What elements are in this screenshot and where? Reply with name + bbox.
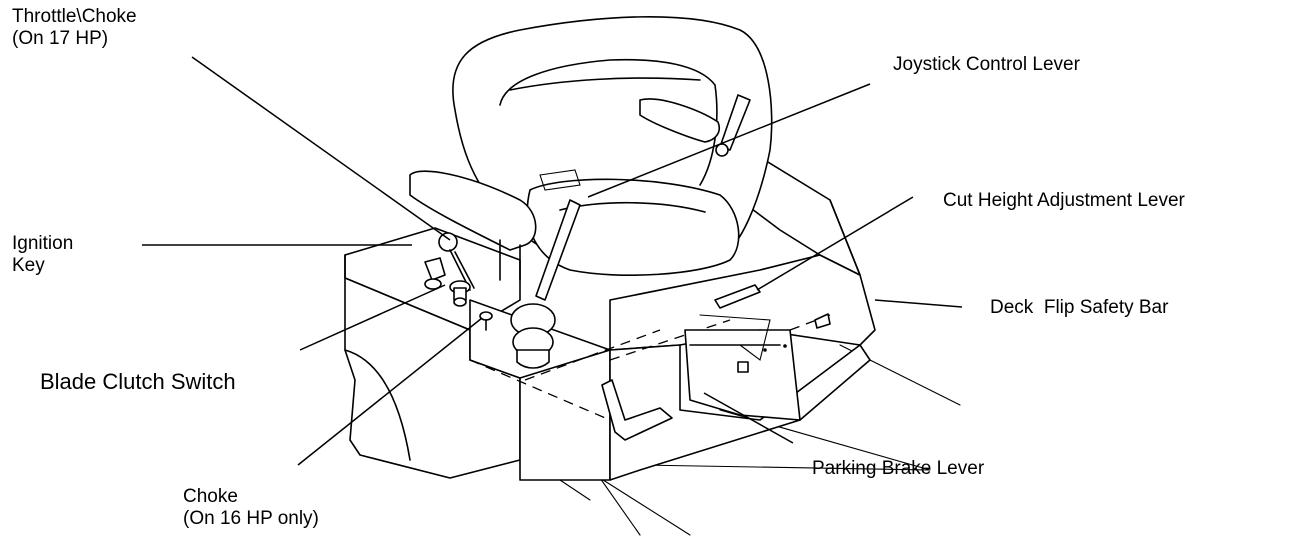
label-parking-brake-lever: Parking Brake Lever: [812, 458, 985, 479]
label-choke: Choke (On 16 HP only): [183, 486, 319, 530]
label-throttle-choke-line1: Throttle\Choke: [12, 6, 137, 27]
leader-blade-clutch: [299, 284, 446, 351]
operator-seat: [409, 16, 773, 281]
label-cut-height-adjustment-lever: Cut Height Adjustment Lever: [943, 190, 1185, 211]
ignition-key: [424, 257, 446, 290]
leader-choke: [297, 317, 483, 466]
label-throttle-choke: Throttle\Choke (On 17 HP): [12, 6, 137, 50]
label-joystick-control-lever: Joystick Control Lever: [893, 54, 1080, 75]
blade-clutch-switch-part: [449, 280, 471, 307]
label-choke-line2: (On 16 HP only): [183, 508, 319, 529]
parking-brake-lever: [601, 379, 673, 441]
label-ignition-key-line2: Key: [12, 255, 45, 276]
leader-joystick: [587, 83, 871, 198]
cut-height-recess: [684, 284, 801, 421]
front-joystick: [510, 199, 581, 369]
label-choke-line1: Choke: [183, 486, 238, 507]
deck-flip-latch: [814, 313, 831, 329]
label-ignition-key: Ignition Key: [12, 233, 73, 277]
label-throttle-choke-line2: (On 17 HP): [12, 28, 109, 49]
choke-knob: [479, 311, 493, 331]
leader-deck-flip: [874, 299, 963, 308]
label-deck-flip-safety-bar: Deck Flip Safety Bar: [990, 297, 1169, 318]
throttle-lever: [438, 232, 475, 291]
label-ignition-key-line1: Ignition: [12, 233, 74, 254]
leader-cut-height: [756, 196, 914, 291]
leader-throttle-choke: [191, 56, 451, 241]
leader-parking-brake: [703, 392, 794, 444]
label-blade-clutch-switch: Blade Clutch Switch: [40, 369, 236, 394]
leader-lines: [142, 56, 963, 466]
